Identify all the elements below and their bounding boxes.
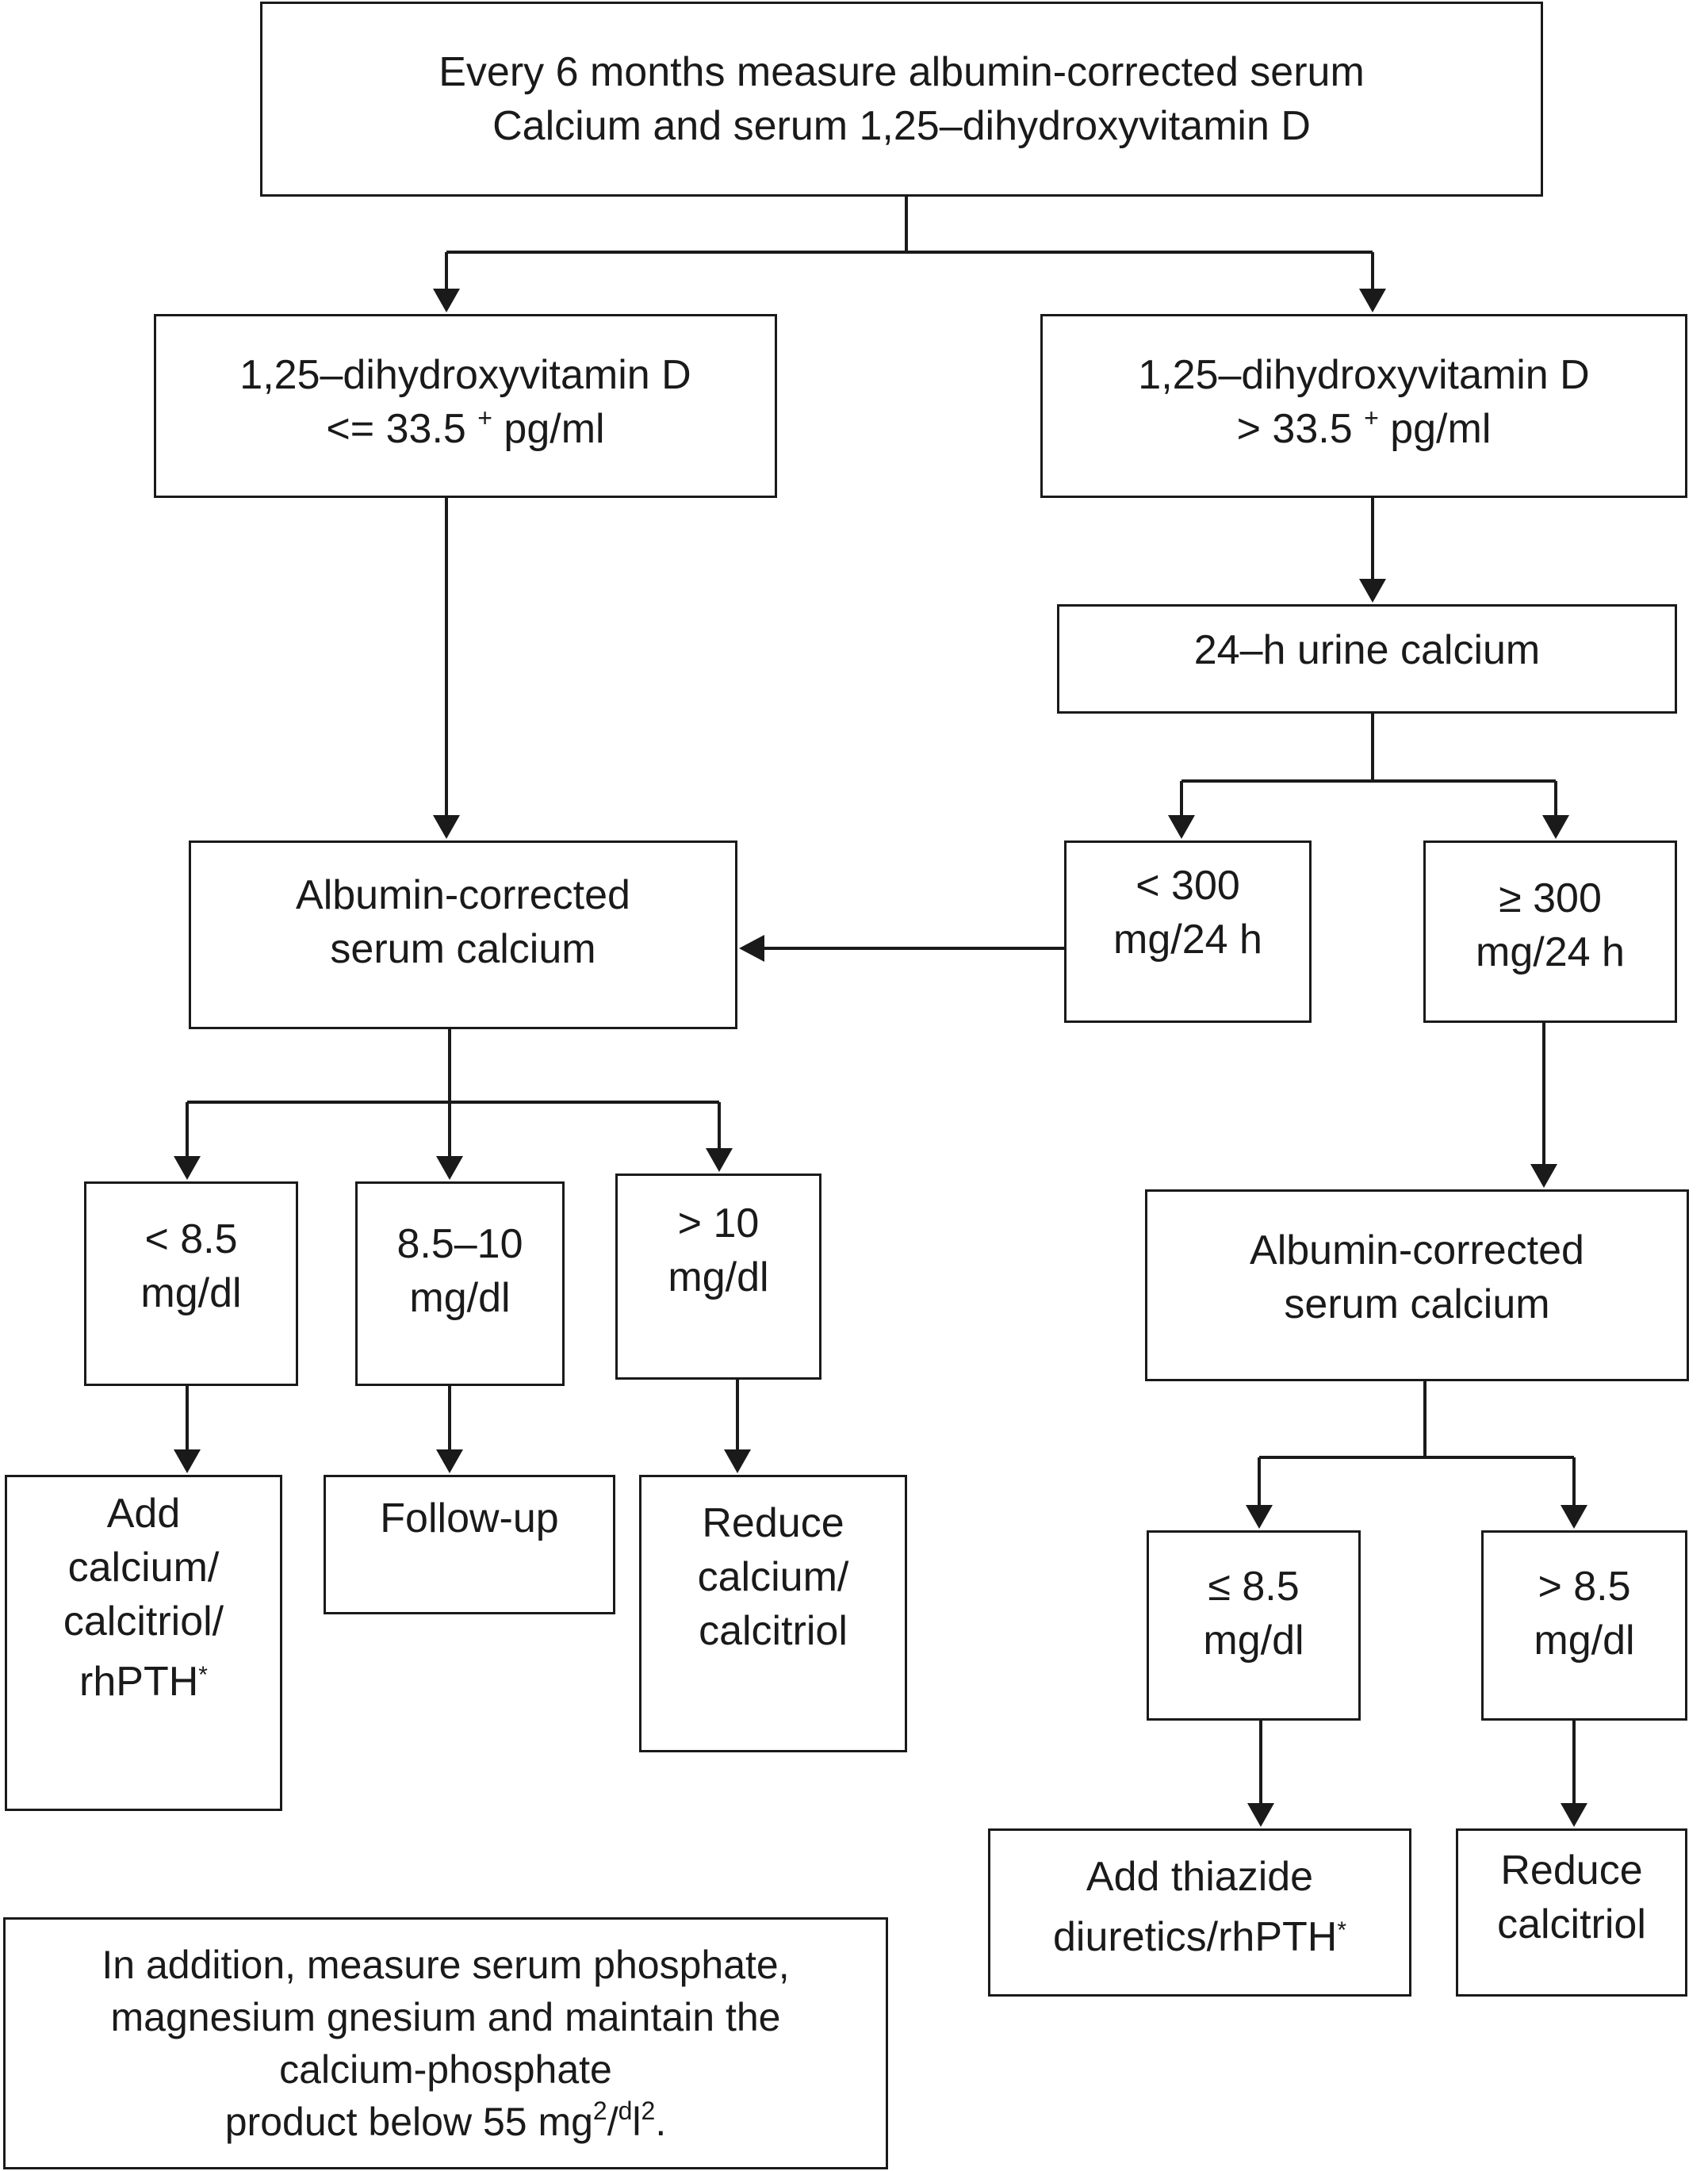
urine-low-line-2: mg/24 h xyxy=(1113,917,1262,963)
vitd-low-line-2: <= 33.5 + pg/ml xyxy=(326,402,604,456)
vitd-high-box: 1,25–dihydroxyvitamin D > 33.5 + pg/ml xyxy=(1040,314,1687,498)
ca-high-line-2: mg/dl xyxy=(668,1254,769,1300)
action-reduce-calcitriol-line-2: calcitriol xyxy=(1497,1901,1646,1947)
note-slash: / xyxy=(607,2100,618,2144)
calcium-left-line-1: Albumin-corrected xyxy=(296,872,630,918)
note-sup-d: d xyxy=(618,2096,633,2125)
vitd-low-line-1: 1,25–dihydroxyvitamin D xyxy=(239,352,691,398)
ca-mid-line-2: mg/dl xyxy=(409,1275,511,1321)
action-add-line-4: rhPTH* xyxy=(79,1648,208,1709)
note-line-4-text: product below 55 mg xyxy=(224,2100,593,2144)
action-reduce-calcitriol-line-1: Reduce xyxy=(1500,1847,1643,1893)
action-reduce-box: Reduce calcium/ calcitriol xyxy=(639,1475,907,1752)
start-box: Every 6 months measure albumin-corrected… xyxy=(260,2,1543,197)
ca-low-box: < 8.5 mg/dl xyxy=(84,1181,298,1386)
start-line-1: Every 6 months measure albumin-corrected… xyxy=(438,49,1365,95)
action-add-box: Add calcium/ calcitriol/ rhPTH* xyxy=(5,1475,282,1811)
note-line-1: In addition, measure serum phosphate, xyxy=(101,1943,790,1987)
vitd-high-sup: + xyxy=(1364,404,1379,432)
action-thiazide-rhpth: diuretics/rhPTH xyxy=(1053,1914,1338,1960)
calcium-right-line-1: Albumin-corrected xyxy=(1250,1227,1584,1273)
action-follow-label: Follow-up xyxy=(380,1495,559,1541)
urine-high-box: ≥ 300 mg/24 h xyxy=(1423,840,1677,1023)
note-box: In addition, measure serum phosphate, ma… xyxy=(3,1917,888,2169)
action-add-line-1: Add xyxy=(106,1491,181,1537)
ca-right-low-line-1: ≤ 8.5 xyxy=(1208,1564,1300,1610)
ca-mid-box: 8.5–10 mg/dl xyxy=(355,1181,565,1386)
action-reduce-line-3: calcitriol xyxy=(699,1608,848,1654)
calcium-right-box: Albumin-corrected serum calcium xyxy=(1145,1189,1689,1381)
ca-low-line-1: < 8.5 xyxy=(144,1216,238,1262)
vitd-high-line-2: > 33.5 + pg/ml xyxy=(1237,402,1492,456)
note-line-3: calcium-phosphate xyxy=(279,2047,612,2092)
action-follow-box: Follow-up xyxy=(324,1475,615,1614)
action-thiazide-asterisk: * xyxy=(1337,1917,1346,1943)
vitd-high-line-1: 1,25–dihydroxyvitamin D xyxy=(1138,352,1590,398)
vitd-low-sup: + xyxy=(477,404,492,432)
ca-high-box: > 10 mg/dl xyxy=(615,1174,821,1380)
ca-mid-line-1: 8.5–10 xyxy=(396,1221,523,1267)
action-reduce-line-1: Reduce xyxy=(702,1500,844,1546)
action-thiazide-line-2: diuretics/rhPTH* xyxy=(1053,1904,1346,1964)
urine-calcium-box: 24–h urine calcium xyxy=(1057,604,1677,714)
action-add-line-2: calcium/ xyxy=(67,1545,220,1591)
urine-low-line-1: < 300 xyxy=(1135,863,1240,909)
action-thiazide-box: Add thiazide diuretics/rhPTH* xyxy=(988,1828,1411,1997)
note-line-4: product below 55 mg2/dl2. xyxy=(225,2096,666,2148)
note-sup-1: 2 xyxy=(592,2096,607,2125)
note-period: . xyxy=(655,2100,667,2144)
vitd-high-unit: pg/ml xyxy=(1378,406,1492,452)
ca-right-low-box: ≤ 8.5 mg/dl xyxy=(1147,1530,1361,1721)
ca-right-high-line-2: mg/dl xyxy=(1534,1618,1635,1664)
action-add-line-3: calcitriol/ xyxy=(63,1599,224,1645)
ca-high-line-1: > 10 xyxy=(677,1200,760,1246)
vitd-low-unit: pg/ml xyxy=(492,406,605,452)
ca-low-line-2: mg/dl xyxy=(140,1270,242,1316)
vitd-low-threshold: <= 33.5 xyxy=(326,406,478,452)
urine-high-line-1: ≥ 300 xyxy=(1499,875,1602,921)
action-add-asterisk: * xyxy=(198,1662,208,1688)
urine-calcium-label: 24–h urine calcium xyxy=(1193,627,1541,673)
note-sup-2: 2 xyxy=(641,2096,656,2125)
calcium-left-line-2: serum calcium xyxy=(330,926,596,972)
ca-right-high-box: > 8.5 mg/dl xyxy=(1481,1530,1687,1721)
vitd-high-threshold: > 33.5 xyxy=(1236,406,1365,452)
note-line-2: magnesium gnesium and maintain the xyxy=(110,1995,781,2039)
action-add-rhpth: rhPTH xyxy=(79,1659,199,1705)
calcium-right-line-2: serum calcium xyxy=(1284,1281,1550,1327)
urine-low-box: < 300 mg/24 h xyxy=(1064,840,1312,1023)
note-l: l xyxy=(632,2100,641,2144)
ca-right-low-line-2: mg/dl xyxy=(1203,1618,1304,1664)
urine-high-line-2: mg/24 h xyxy=(1476,929,1625,975)
action-reduce-calcitriol-box: Reduce calcitriol xyxy=(1456,1828,1687,1997)
action-reduce-line-2: calcium/ xyxy=(697,1554,849,1600)
ca-right-high-line-1: > 8.5 xyxy=(1538,1564,1631,1610)
action-thiazide-line-1: Add thiazide xyxy=(1086,1854,1314,1900)
calcium-left-box: Albumin-corrected serum calcium xyxy=(189,840,737,1029)
start-line-2: Calcium and serum 1,25–dihydroxyvitamin … xyxy=(492,103,1311,149)
vitd-low-box: 1,25–dihydroxyvitamin D <= 33.5 + pg/ml xyxy=(154,314,777,498)
